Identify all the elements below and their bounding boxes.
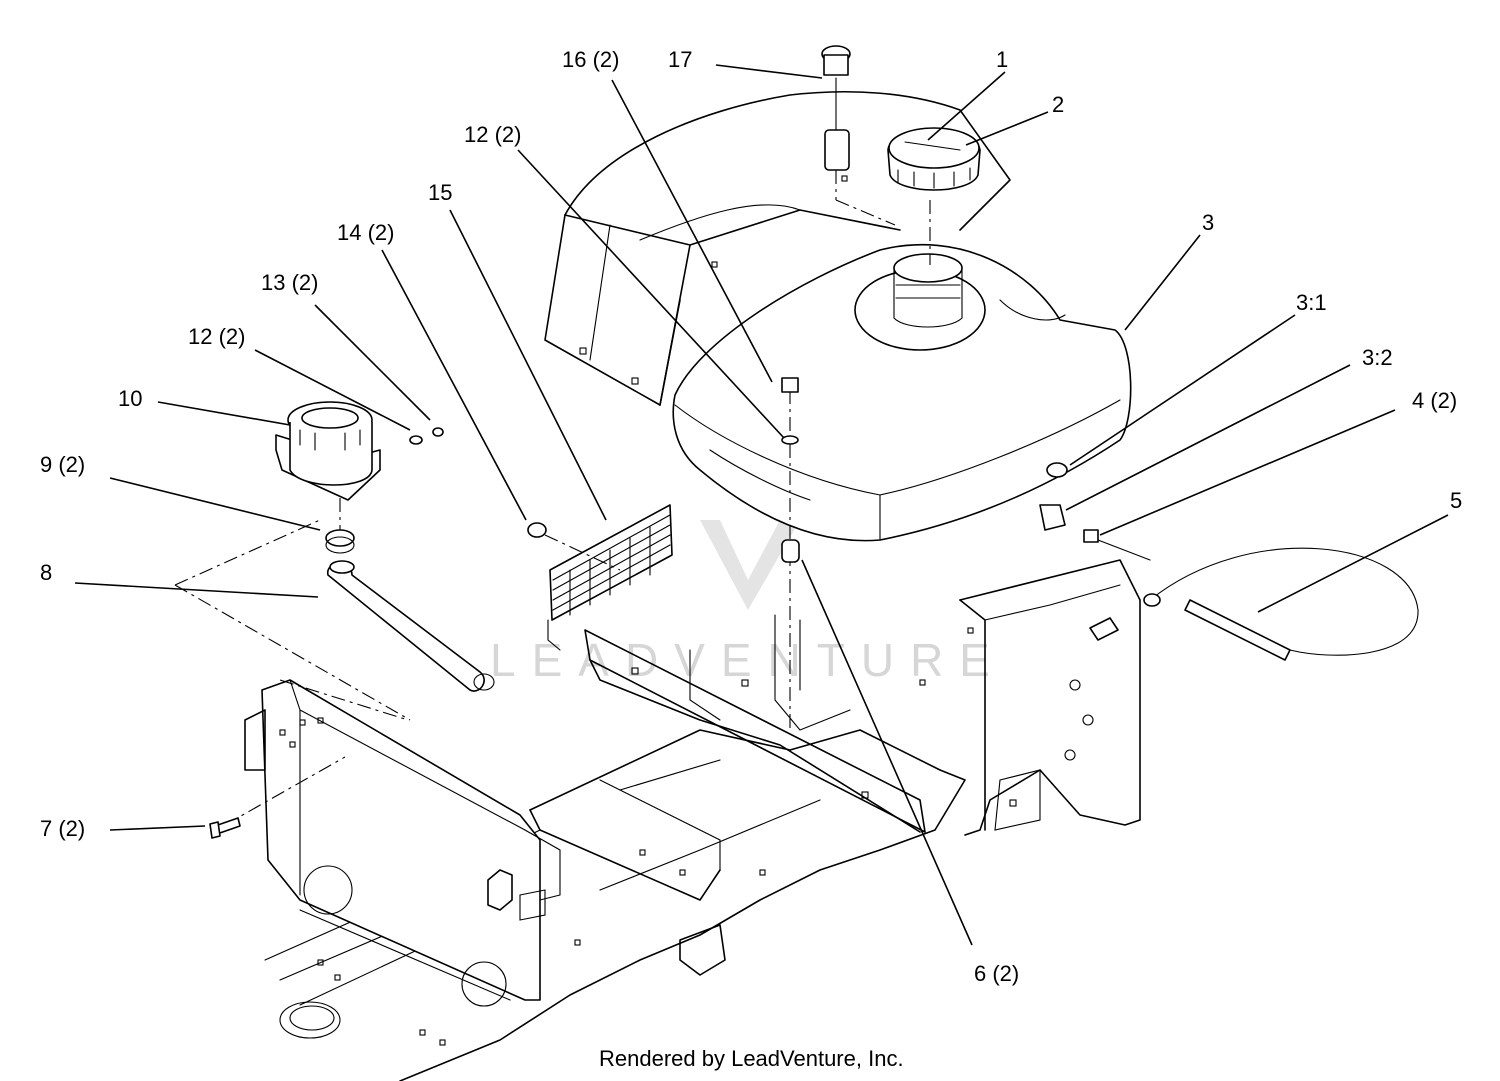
callout-7: 7 (2) (40, 816, 85, 841)
callout-17: 17 (668, 47, 692, 72)
callout-10: 10 (118, 386, 142, 411)
callout-14: 14 (2) (337, 220, 394, 245)
watermark-text: LEADVENTURE (490, 634, 1006, 686)
rendered-by-credit: Rendered by LeadVenture, Inc. (599, 1046, 904, 1071)
callout-6: 6 (2) (974, 961, 1019, 986)
callout-2: 2 (1052, 92, 1064, 117)
callout-5: 5 (1450, 488, 1462, 513)
callout-3-1: 3:1 (1296, 290, 1327, 315)
callout-8: 8 (40, 560, 52, 585)
front-panel-bolt (209, 817, 241, 839)
callout-16: 16 (2) (562, 47, 619, 72)
coolant-recovery-assembly (174, 401, 495, 721)
radiator-screen (527, 504, 673, 651)
frame-right-side (919, 559, 1141, 836)
leader-lines (74, 64, 1449, 946)
callout-3-2: 3:2 (1362, 345, 1393, 370)
callout-12-lower: 12 (2) (188, 324, 245, 349)
callout-labels: 17 16 (2) 1 2 12 (2) 3 15 14 (2) 3:1 13 … (40, 47, 1462, 986)
fuel-gauge (821, 45, 896, 226)
fuel-tank (672, 244, 1132, 542)
fuel-valve-and-line (1039, 462, 1419, 661)
callout-13: 13 (2) (261, 270, 318, 295)
callout-4: 4 (2) (1412, 388, 1457, 413)
fuel-cap (887, 127, 981, 265)
front-panel (224, 679, 561, 1007)
callout-9: 9 (2) (40, 452, 85, 477)
callout-15: 15 (428, 180, 452, 205)
callout-3: 3 (1202, 210, 1214, 235)
center-bracket (584, 614, 926, 833)
callout-1: 1 (996, 47, 1008, 72)
hood-cowl (544, 90, 1011, 406)
tank-mount-hardware (781, 377, 800, 730)
callout-12-upper: 12 (2) (464, 122, 521, 147)
